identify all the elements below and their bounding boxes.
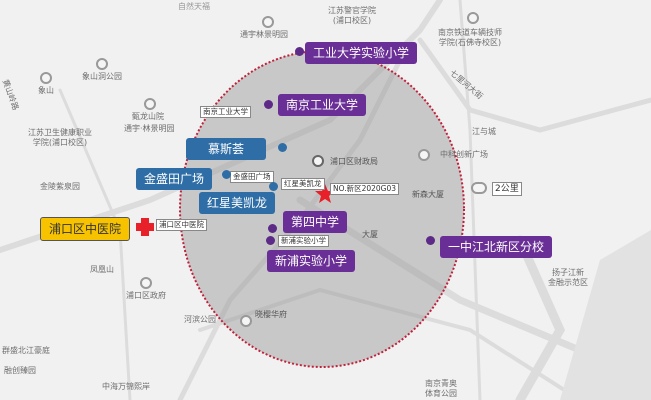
place-label: 扬子江新金融示范区	[548, 268, 588, 288]
place-label-line: (浦口校区)	[332, 16, 372, 25]
school-pin-icon[interactable]	[264, 100, 273, 109]
road	[458, 0, 482, 400]
place-label: 通宇·林景明园	[124, 124, 175, 133]
place-label: 江与城	[472, 127, 496, 136]
poi-marker-icon	[40, 72, 52, 84]
place-label: 通宇林景明园	[240, 30, 288, 39]
school-tag[interactable]: 第四中学	[283, 211, 348, 233]
place-label: 浦口区财政局	[330, 157, 378, 166]
school-tag[interactable]: 工业大学实验小学	[305, 42, 418, 64]
place-label: 象山洞公园	[82, 72, 122, 81]
place-label: 新森大厦	[412, 190, 444, 199]
place-label-line: 南京青奥	[425, 379, 457, 388]
radius-label: 2公里	[492, 182, 522, 196]
eye-icon	[471, 182, 487, 194]
place-label: 晓樱华府	[255, 310, 287, 319]
poi-marker-icon	[312, 155, 324, 167]
place-label-line: 学院(石佛寺校区)	[438, 38, 502, 47]
poi-marker-icon	[144, 98, 156, 110]
commerce-tag[interactable]: 金盛田广场	[136, 168, 213, 190]
place-label: 南京青奥体育公园	[425, 379, 457, 399]
place-label: 金陵紫泉园	[40, 182, 80, 191]
school-tag[interactable]: 一中江北新区分校	[440, 236, 553, 258]
place-label-line: 南京铁道车辆技师	[438, 28, 502, 37]
poi-label: 南京工业大学	[200, 106, 251, 118]
poi-label: 金盛田广场	[230, 171, 274, 183]
poi-marker-icon	[467, 12, 479, 24]
river	[515, 235, 566, 400]
place-label: 中科创新广场	[440, 150, 488, 159]
place-label-line: 江苏警官学院	[328, 6, 376, 15]
poi-label: 红星美凯龙	[281, 178, 325, 190]
river-area	[560, 230, 651, 400]
place-label: 群盛北江豪庭	[2, 346, 50, 355]
road	[198, 287, 582, 400]
poi-marker-icon	[240, 315, 252, 327]
place-label: 自然天福	[178, 2, 210, 11]
school-pin-icon[interactable]	[295, 47, 304, 56]
place-label: 河滨公园	[184, 315, 216, 324]
poi-label: 浦口区中医院	[156, 219, 207, 231]
place-label: 象山	[38, 86, 54, 95]
place-label-line: 扬子江新	[552, 268, 584, 277]
place-label: 甄龙山院	[132, 112, 164, 121]
place-label: 凤凰山	[90, 265, 114, 274]
poi-marker-icon	[140, 277, 152, 289]
road	[0, 0, 443, 253]
commerce-tag[interactable]: 慕斯荟	[186, 138, 267, 160]
road	[417, 37, 651, 133]
place-label-line: 金融示范区	[548, 278, 588, 287]
radius-circle	[179, 50, 465, 368]
poi-marker-icon	[418, 149, 430, 161]
poi-marker-icon	[262, 16, 274, 28]
commerce-pin-icon[interactable]	[269, 182, 278, 191]
poi-marker-icon	[96, 58, 108, 70]
place-label-line: 江苏卫生健康职业	[28, 128, 92, 137]
place-label: 大厦	[362, 230, 378, 239]
place-label: 融创臻园	[4, 366, 36, 375]
school-tag[interactable]: 南京工业大学	[278, 94, 367, 116]
school-tag[interactable]: 新浦实验小学	[267, 250, 356, 272]
site-label: NO.新区2020G03	[330, 183, 400, 195]
hospital-tag[interactable]: 浦口区中医院	[40, 217, 131, 241]
poi-label: 新浦实验小学	[278, 235, 329, 247]
site-star-icon	[315, 184, 335, 203]
school-pin-icon[interactable]	[426, 236, 435, 245]
school-pin-icon[interactable]	[268, 224, 277, 233]
place-label-line: 体育公园	[425, 389, 457, 398]
place-label: 江苏警官学院(浦口校区)	[328, 6, 376, 26]
place-label: 中海万锦熙岸	[102, 382, 150, 391]
commerce-pin-icon[interactable]	[222, 170, 231, 179]
place-label: 南京铁道车辆技师学院(石佛寺校区)	[438, 28, 502, 48]
school-pin-icon[interactable]	[266, 236, 275, 245]
commerce-pin-icon[interactable]	[278, 143, 287, 152]
place-label: 浦口区政府	[126, 291, 166, 300]
place-label: 江苏卫生健康职业学院(浦口校区)	[28, 128, 92, 148]
hospital-cross-icon	[136, 218, 154, 236]
place-label-line: 学院(浦口校区)	[32, 138, 88, 147]
commerce-tag[interactable]: 红星美凯龙	[199, 192, 276, 214]
